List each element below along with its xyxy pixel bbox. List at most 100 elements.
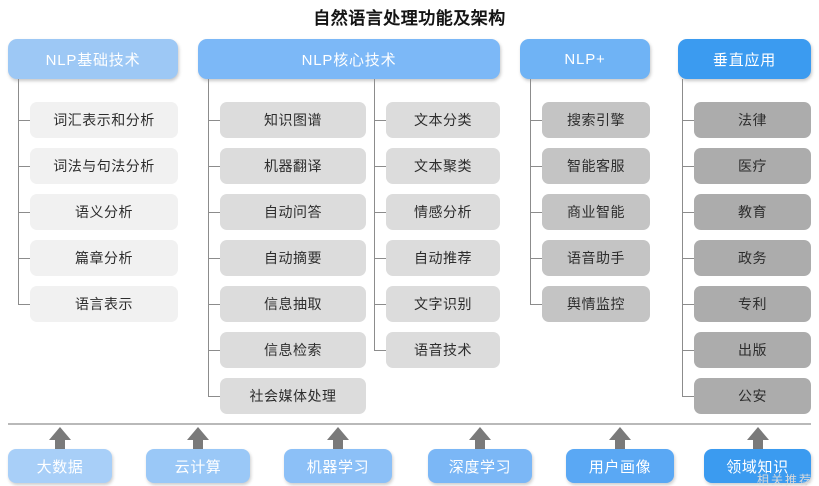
stub-line bbox=[18, 258, 30, 259]
foundation-box[interactable]: 机器学习 bbox=[284, 449, 392, 483]
stub-line bbox=[18, 120, 30, 121]
stub-line bbox=[682, 396, 694, 397]
item-box[interactable]: 语音助手 bbox=[542, 240, 650, 276]
column-header-4[interactable]: NLP+ bbox=[520, 39, 650, 79]
item-box[interactable]: 舆情监控 bbox=[542, 286, 650, 322]
stub-line bbox=[374, 166, 386, 167]
foundation-label: 云计算 bbox=[174, 458, 222, 476]
foundation-box[interactable]: 大数据 bbox=[8, 449, 112, 483]
item-box[interactable]: 语言表示 bbox=[30, 286, 178, 322]
item-box[interactable]: 社会媒体处理 bbox=[220, 378, 366, 414]
item-box[interactable]: 商业智能 bbox=[542, 194, 650, 230]
item-box[interactable]: 专利 bbox=[694, 286, 811, 322]
item-box[interactable]: 教育 bbox=[694, 194, 811, 230]
upward-arrow-icon bbox=[469, 427, 491, 440]
foundation-divider bbox=[8, 423, 811, 425]
foundation-label: 用户画像 bbox=[588, 458, 652, 476]
item-box[interactable]: 语音技术 bbox=[386, 332, 500, 368]
stub-line bbox=[208, 350, 220, 351]
item-label: 词汇表示和分析 bbox=[53, 112, 155, 128]
item-box[interactable]: 机器翻译 bbox=[220, 148, 366, 184]
foundation-label: 机器学习 bbox=[306, 458, 370, 476]
item-box[interactable]: 政务 bbox=[694, 240, 811, 276]
upward-arrow-icon bbox=[609, 427, 631, 440]
stub-line bbox=[374, 304, 386, 305]
foundation-box[interactable]: 云计算 bbox=[146, 449, 250, 483]
item-label: 政务 bbox=[738, 250, 767, 266]
foundation-box[interactable]: 深度学习 bbox=[428, 449, 532, 483]
stub-line bbox=[530, 258, 542, 259]
item-label: 篇章分析 bbox=[75, 250, 133, 266]
foundation-box[interactable]: 用户画像 bbox=[566, 449, 674, 483]
item-box[interactable]: 信息抽取 bbox=[220, 286, 366, 322]
column-header-label: NLP核心技术 bbox=[301, 51, 397, 69]
foundation-label: 领域知识 bbox=[726, 458, 789, 476]
item-label: 出版 bbox=[738, 342, 767, 358]
stub-line bbox=[374, 212, 386, 213]
stub-line bbox=[530, 304, 542, 305]
upward-arrow-icon bbox=[746, 427, 769, 440]
upward-arrow-stem bbox=[333, 440, 343, 449]
item-box[interactable]: 情感分析 bbox=[386, 194, 500, 230]
item-box[interactable]: 自动推荐 bbox=[386, 240, 500, 276]
stub-line bbox=[18, 212, 30, 213]
stub-line bbox=[208, 258, 220, 259]
item-label: 词法与句法分析 bbox=[53, 158, 155, 174]
stub-line bbox=[682, 120, 694, 121]
trunk-line-column-2 bbox=[208, 79, 209, 396]
item-label: 商业智能 bbox=[567, 204, 625, 220]
item-label: 文本分类 bbox=[414, 112, 472, 128]
item-box[interactable]: 搜索引擎 bbox=[542, 102, 650, 138]
item-box[interactable]: 知识图谱 bbox=[220, 102, 366, 138]
foundation-box[interactable]: 领域知识 bbox=[704, 449, 811, 483]
item-box[interactable]: 公安 bbox=[694, 378, 811, 414]
item-box[interactable]: 词汇表示和分析 bbox=[30, 102, 178, 138]
item-box[interactable]: 自动问答 bbox=[220, 194, 366, 230]
column-header-label: 垂直应用 bbox=[712, 51, 777, 69]
item-label: 语义分析 bbox=[75, 204, 133, 220]
item-label: 自动问答 bbox=[264, 204, 322, 220]
column-header-2[interactable]: NLP核心技术 bbox=[198, 39, 500, 79]
item-box[interactable]: 文字识别 bbox=[386, 286, 500, 322]
item-label: 文字识别 bbox=[414, 296, 472, 312]
item-label: 机器翻译 bbox=[264, 158, 322, 174]
item-label: 舆情监控 bbox=[567, 296, 625, 312]
item-box[interactable]: 出版 bbox=[694, 332, 811, 368]
upward-arrow-icon bbox=[49, 427, 71, 440]
stub-line bbox=[208, 166, 220, 167]
item-label: 专利 bbox=[738, 296, 767, 312]
stub-line bbox=[530, 212, 542, 213]
column-header-1[interactable]: NLP基础技术 bbox=[8, 39, 178, 79]
upward-arrow-icon bbox=[187, 427, 209, 440]
item-label: 情感分析 bbox=[414, 204, 472, 220]
item-box[interactable]: 法律 bbox=[694, 102, 811, 138]
item-label: 法律 bbox=[738, 112, 767, 128]
stub-line bbox=[682, 258, 694, 259]
item-label: 语言表示 bbox=[75, 296, 133, 312]
stub-line bbox=[530, 166, 542, 167]
stub-line bbox=[208, 120, 220, 121]
item-label: 智能客服 bbox=[567, 158, 625, 174]
item-box[interactable]: 篇章分析 bbox=[30, 240, 178, 276]
item-box[interactable]: 信息检索 bbox=[220, 332, 366, 368]
item-label: 搜索引擎 bbox=[567, 112, 625, 128]
column-header-5[interactable]: 垂直应用 bbox=[678, 39, 811, 79]
item-box[interactable]: 医疗 bbox=[694, 148, 811, 184]
item-box[interactable]: 文本聚类 bbox=[386, 148, 500, 184]
item-label: 公安 bbox=[738, 388, 767, 404]
item-label: 医疗 bbox=[738, 158, 767, 174]
column-header-label: NLP基础技术 bbox=[45, 51, 141, 69]
item-box[interactable]: 语义分析 bbox=[30, 194, 178, 230]
item-label: 社会媒体处理 bbox=[249, 388, 337, 404]
item-box[interactable]: 文本分类 bbox=[386, 102, 500, 138]
item-box[interactable]: 词法与句法分析 bbox=[30, 148, 178, 184]
page-title: 自然语言处理功能及架构 bbox=[313, 9, 506, 28]
item-label: 信息检索 bbox=[264, 342, 322, 358]
trunk-line-column-3 bbox=[374, 79, 375, 350]
item-box[interactable]: 智能客服 bbox=[542, 148, 650, 184]
stub-line bbox=[208, 396, 220, 397]
item-box[interactable]: 自动摘要 bbox=[220, 240, 366, 276]
item-label: 语音技术 bbox=[414, 342, 472, 358]
upward-arrow-stem bbox=[55, 440, 65, 449]
